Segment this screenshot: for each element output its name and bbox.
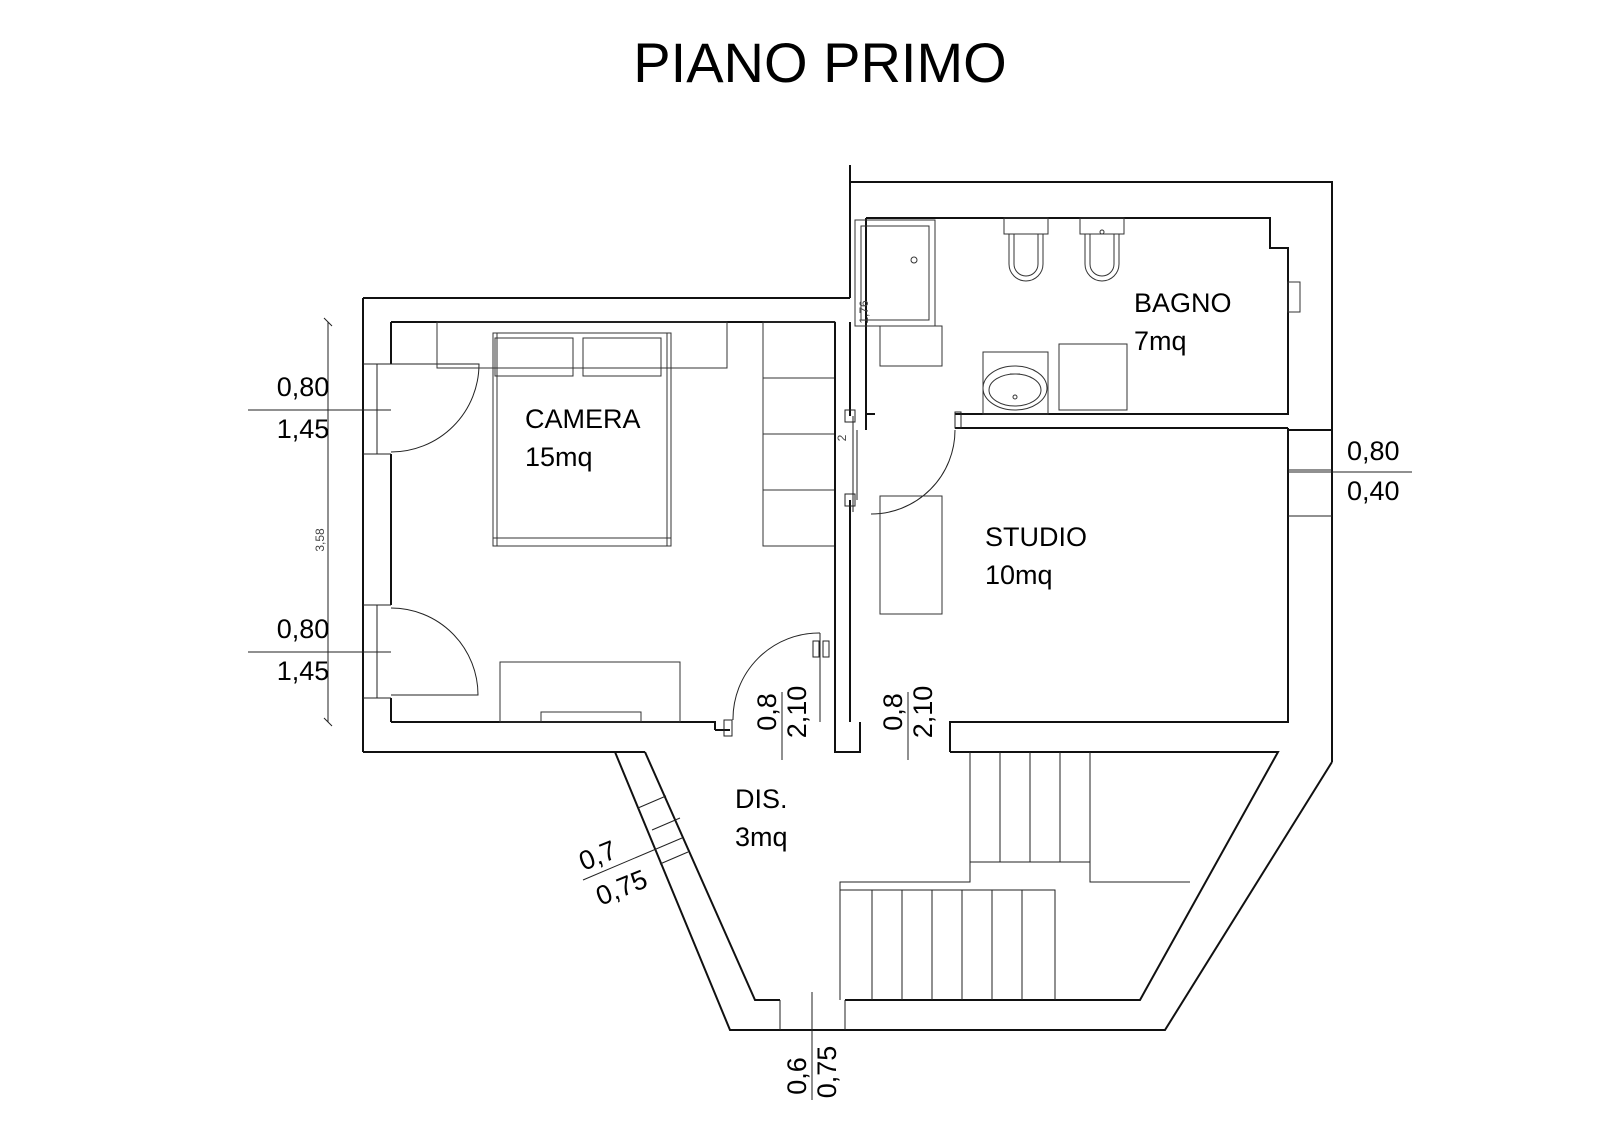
svg-text:1,45: 1,45: [277, 414, 330, 444]
studio-area: 10mq: [985, 560, 1053, 590]
svg-text:0,80: 0,80: [1347, 436, 1400, 466]
studio-label: STUDIO: [985, 522, 1087, 552]
camera-door-swing-bottom: [390, 607, 479, 696]
stair-lower: [840, 889, 1056, 1000]
svg-text:0,40: 0,40: [1347, 476, 1400, 506]
studio-desk: [879, 495, 943, 615]
shower: 1,76: [854, 219, 943, 367]
camera-window-bottom-label: 0,80 1,45: [248, 614, 391, 686]
svg-text:0,7: 0,7: [575, 835, 621, 877]
camera-walls: [362, 297, 850, 753]
toilet: [1003, 217, 1049, 282]
svg-text:2: 2: [835, 434, 849, 441]
plan-title: PIANO PRIMO: [633, 31, 1006, 94]
dis-walls: [614, 751, 1333, 1031]
svg-text:0,8: 0,8: [752, 693, 782, 731]
wardrobe: [436, 321, 728, 377]
camera-door-swing-top: [390, 363, 480, 453]
camera-area: 15mq: [525, 442, 593, 472]
camera-door: 0,8 2,10: [723, 632, 830, 760]
bagno-walls: [849, 165, 1333, 762]
studio-window-label: 0,80 0,40: [1288, 436, 1412, 506]
dresser: [499, 661, 681, 723]
svg-text:3,58: 3,58: [313, 528, 327, 552]
svg-text:2,10: 2,10: [782, 686, 812, 739]
central-partition: 2: [834, 165, 861, 753]
svg-text:2,10: 2,10: [908, 686, 938, 739]
camera-window-top-label: 0,80 1,45: [248, 372, 391, 444]
svg-text:0,75: 0,75: [812, 1046, 842, 1099]
bidet: [1079, 217, 1125, 282]
svg-text:0,8: 0,8: [878, 693, 908, 731]
svg-text:0,80: 0,80: [277, 614, 330, 644]
side-wardrobe: [762, 321, 836, 547]
camera-depth-dimension: 3,58: [313, 317, 333, 727]
bagno-area: 7mq: [1134, 326, 1187, 356]
bagno-cabinet: [1058, 343, 1128, 411]
sink: [982, 351, 1049, 415]
camera-label: CAMERA: [525, 404, 641, 434]
svg-text:0,75: 0,75: [592, 864, 652, 912]
dis-window-left: 0,7 0,75: [575, 795, 689, 912]
svg-text:0,80: 0,80: [277, 372, 330, 402]
dis-area: 3mq: [735, 822, 788, 852]
studio-door-label: 0,8 2,10: [878, 686, 938, 760]
studio-walls: [949, 428, 1332, 752]
dis-window-bottom: 0,6 0,75: [782, 992, 842, 1100]
bagno-door: [870, 411, 962, 515]
svg-text:1,76: 1,76: [857, 300, 871, 324]
dis-label: DIS.: [735, 784, 788, 814]
svg-text:1,45: 1,45: [277, 656, 330, 686]
bagno-label: BAGNO: [1134, 288, 1232, 318]
svg-text:0,6: 0,6: [782, 1057, 812, 1095]
stair-upper: [839, 752, 1190, 1000]
bed: [492, 332, 672, 547]
camera-window-top: [363, 363, 391, 455]
